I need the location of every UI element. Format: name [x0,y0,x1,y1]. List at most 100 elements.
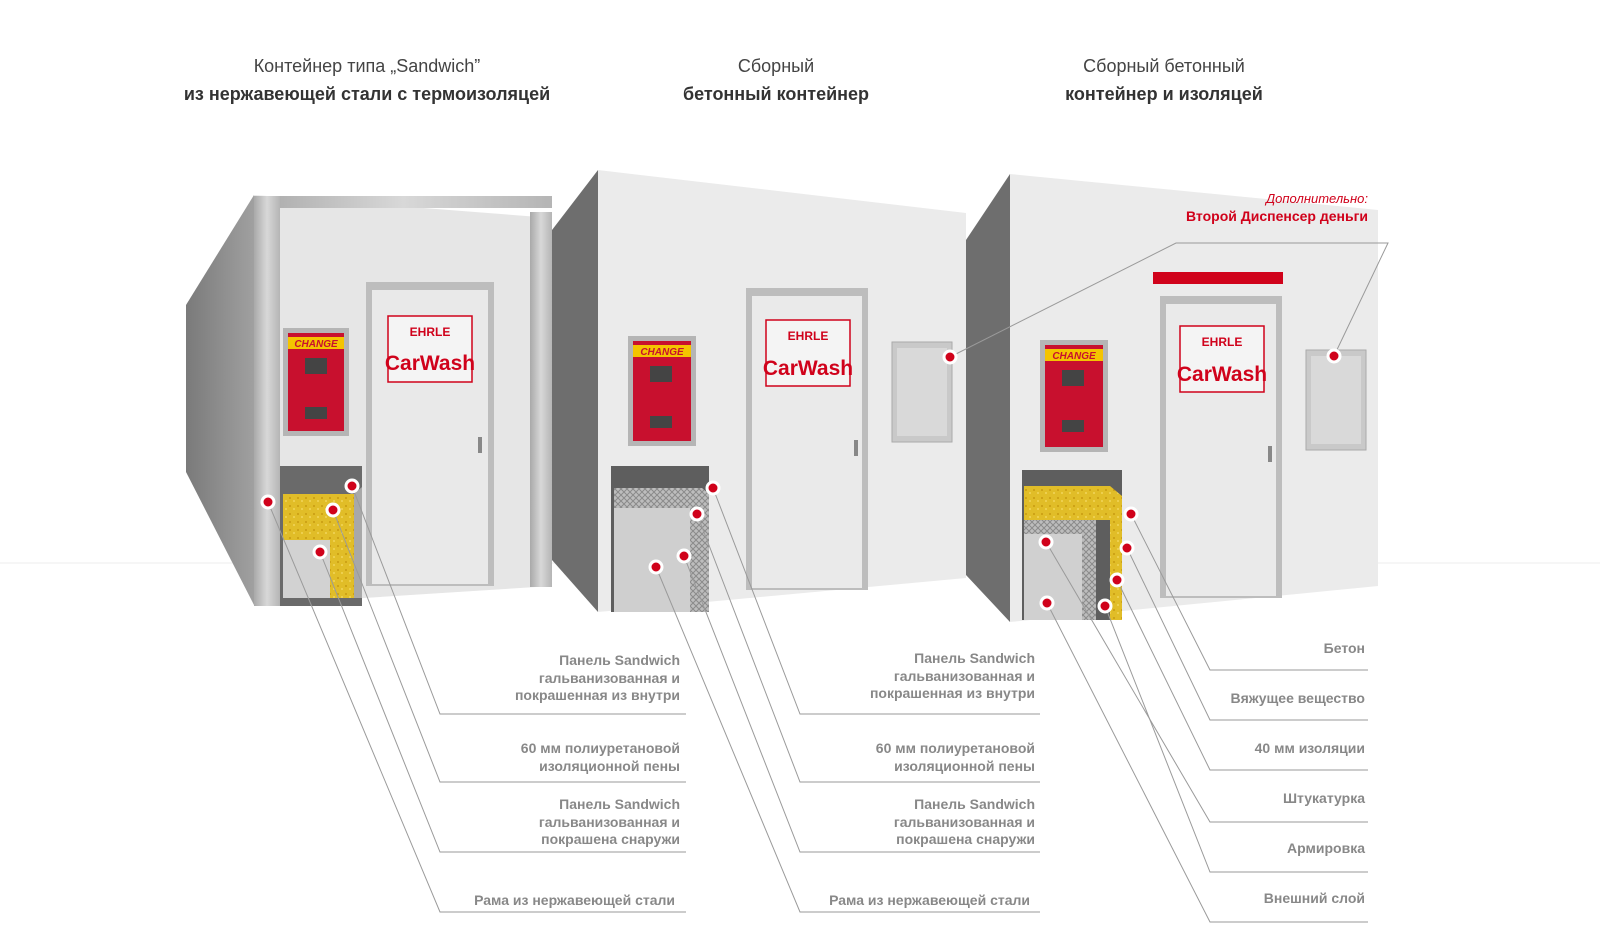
label-line: гальванизованная и [893,813,1035,830]
marker-dot [1038,534,1054,550]
marker-dots [260,348,1342,614]
outer-layer [614,508,690,612]
machine-display [650,366,672,382]
marker-dot [1097,598,1113,614]
marker-dot [1109,572,1125,588]
machine-slot [305,407,327,419]
label-line: Рама из нержавеющей стали [829,892,1030,908]
door-sign [765,319,851,387]
label-outer-layer: Внешний слой [1263,890,1365,906]
container-side-wall [186,195,254,605]
label-inner-panel: Панель Sandwich гальванизованная и покра… [775,650,1035,703]
label-line: Панель Sandwich [559,796,680,812]
label-binder: Вяжущее вещество [1230,690,1365,706]
change-badge [1045,349,1103,361]
label-line: гальванизованная и [538,669,680,686]
label-plaster: Штукатурка [1282,790,1365,806]
label-steel-frame: Рама из нержавеющей стали [755,892,1030,910]
label-line: Панель Sandwich [914,796,1035,812]
marker-dot [325,502,341,518]
leader-lines-col3 [1045,513,1368,923]
leader-lines-col1 [267,485,686,913]
door-sign-text: CarWash [763,357,853,380]
change-badge-text: CHANGE [294,339,338,350]
label-line: покрашена снаружи [541,831,680,847]
insulation-foam-layer [283,494,362,598]
label-insulation-foam: 60 мм полиуретановой изоляционной пены [420,740,680,775]
door-handle [478,437,482,453]
brand-logo: EHRLE [788,329,829,343]
leader-lines-extra [949,242,1389,358]
label-line: Рама из нержавеющей стали [474,892,675,908]
label-line: покрашенная из внутри [869,685,1035,701]
label-line: 60 мм полиуретановой [875,740,1035,756]
second-dispenser-body [1311,356,1361,444]
title-line2: из нержавеющей стали с термоизоляцей [183,84,551,104]
top-frame [254,196,552,208]
brand-logo: EHRLE [410,325,451,339]
marker-dot [689,506,705,522]
extra-option-callout: Дополнительно: Второй Диспенсер деньги [1130,190,1368,225]
title-line1: Сборный бетонный [1083,56,1245,76]
label-insulation: 40 мм изоляции [1254,740,1365,756]
door-sign-text: CarWash [385,352,475,375]
label-line: Панель Sandwich [559,652,680,668]
container-sandwich: EHRLE CarWash CHANGE [186,195,552,606]
machine-slot [1062,420,1084,432]
marker-dot [942,349,958,365]
label-line: гальванизованная и [538,813,680,830]
left-frame [254,196,280,606]
label-line: покрашена снаружи [896,831,1035,847]
label-line: изоляционной пены [539,757,680,774]
label-reinforcement: Армировка [1287,840,1365,856]
marker-dot [648,559,664,575]
marker-dot [260,494,276,510]
door-sign [1179,325,1265,393]
label-outer-panel: Панель Sandwich гальванизованная и покра… [420,796,680,849]
title-line1: Контейнер типа „Sandwich” [253,56,481,76]
title-line2: контейнер и изоляцей [1065,84,1263,104]
brand-logo: EHRLE [1202,335,1243,349]
extra-option-value: Второй Диспенсер деньги [1186,208,1368,224]
label-line: 60 мм полиуретановой [520,740,680,756]
right-frame [530,212,552,587]
container-concrete: EHRLE CarWash CHANGE [552,170,966,612]
label-steel-frame: Рама из нержавеющей стали [400,892,675,910]
marker-dot [1039,595,1055,611]
leader-lines-col2 [655,487,1040,913]
label-inner-panel: Панель Sandwich гальванизованная и покра… [420,652,680,705]
outer-layer [1024,534,1082,620]
marker-dot [1326,348,1342,364]
title-insulated-concrete-container: Сборный бетонный контейнер и изоляцей [934,52,1394,108]
container-side-wall [552,170,598,612]
door-sign-text: CarWash [1177,363,1267,386]
label-concrete: Бетон [1323,640,1365,656]
title-line1: Сборный [737,56,815,76]
marker-dot [705,480,721,496]
label-line: гальванизованная и [893,667,1035,684]
marker-dot [676,548,692,564]
machine-slot [650,416,672,428]
marker-dot [344,478,360,494]
extra-option-label: Дополнительно: [1266,191,1368,206]
change-badge-text: CHANGE [1052,351,1096,362]
insulation-layer [1024,486,1122,620]
door-handle [854,440,858,456]
marker-dot [1119,540,1135,556]
title-line2: бетонный контейнер [682,84,870,104]
label-line: покрашенная из внутри [514,687,680,703]
label-insulation-foam: 60 мм полиуретановой изоляционной пены [775,740,1035,775]
door-handle [1268,446,1272,462]
marker-dot [312,544,328,560]
title-concrete-container: Сборный бетонный контейнер [546,52,1006,108]
label-line: изоляционной пены [894,757,1035,774]
change-badge-text: CHANGE [640,347,684,358]
container-insulated-concrete: EHRLE CarWash CHANGE [966,174,1378,622]
machine-display [1062,370,1084,386]
title-sandwich-container: Контейнер типа „Sandwich” из нержавеющей… [137,52,597,108]
change-badge [633,345,691,357]
label-outer-panel: Панель Sandwich гальванизованная и покра… [775,796,1035,849]
marker-dot [1123,506,1139,522]
machine-display [305,358,327,374]
